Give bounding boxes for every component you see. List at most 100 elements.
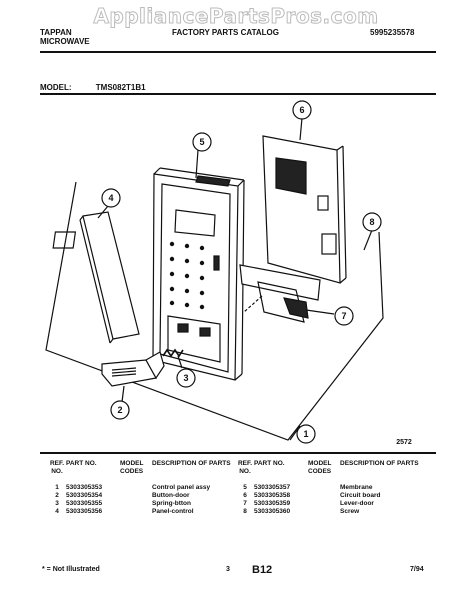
ref-no: 1: [55, 484, 59, 491]
leader-2: [121, 385, 125, 403]
dashed-guide: [243, 295, 263, 313]
model-code: [308, 500, 340, 508]
callout-4: [101, 188, 121, 208]
col-code: MODEL CODES: [120, 460, 144, 475]
assembly-outline: [45, 181, 384, 441]
footer-page-number: 3: [226, 566, 230, 573]
model-code: [120, 484, 152, 492]
part-no: 5303305356: [66, 508, 103, 515]
part-desc: Circuit board: [340, 492, 381, 499]
part-no: 5303305357: [254, 484, 291, 491]
part-no: 5303305353: [66, 484, 103, 491]
model-code: [308, 508, 340, 516]
callout-label-6: 6: [299, 105, 304, 115]
leader-3: [177, 355, 183, 369]
ref-no: 7: [243, 500, 247, 507]
leader-8: [363, 229, 373, 251]
part-no: 5303305359: [254, 500, 291, 507]
callout-label-7: 7: [341, 311, 346, 321]
leader-6: [299, 117, 303, 141]
callout-2: [110, 400, 130, 420]
leader-7: [305, 309, 335, 315]
ref-no: 6: [243, 492, 247, 499]
part-no: 5303305355: [66, 500, 103, 507]
part-desc: Membrane: [340, 484, 373, 491]
callout-5: [192, 132, 212, 152]
table-row: 2 5303305354 Button-door: [48, 492, 242, 500]
brand-line1: TAPPAN: [40, 28, 72, 37]
ref-no: 5: [243, 484, 247, 491]
callout-label-8: 8: [369, 217, 374, 227]
part-desc: Spring-btton: [152, 500, 191, 507]
col-part: PART NO.: [254, 460, 285, 467]
model-code: [308, 492, 340, 500]
part-desc: Control panel assy: [152, 484, 211, 491]
model-code: [308, 484, 340, 492]
catalog-number: 5995235578: [370, 28, 415, 37]
footer-note: * = Not Illustrated: [42, 566, 100, 573]
col-ref: REF. NO.: [49, 460, 65, 475]
ref-no: 2: [55, 492, 59, 499]
callout-6: [292, 100, 312, 120]
footer-section: B12: [252, 564, 273, 576]
model-line: MODEL: TMS082T1B1: [40, 83, 146, 92]
ref-no: 8: [243, 508, 247, 515]
part-no: 5303305354: [66, 492, 103, 499]
model-code: [120, 500, 152, 508]
model-code: [120, 508, 152, 516]
table-row: 8 5303305360 Screw: [236, 508, 430, 516]
callout-label-1: 1: [303, 429, 308, 439]
keypad-buttons: [169, 241, 205, 310]
col-desc: DESCRIPTION OF PARTS: [340, 460, 419, 467]
brand: TAPPAN MICROWAVE: [40, 28, 90, 46]
exploded-diagram: 1 2 3 4 5 6 7 8 2572: [45, 100, 412, 446]
control-panel-frame: [152, 167, 245, 381]
figure-number: 2572: [396, 439, 412, 446]
part-desc: Lever-door: [340, 500, 374, 507]
table-row: 7 5303305359 Lever-door: [236, 500, 430, 508]
part-no: 5303305360: [254, 508, 291, 515]
table-header: REF. NO. PART NO. MODEL CODES DESCRIPTIO…: [236, 460, 430, 476]
callout-7: [334, 306, 354, 326]
callout-3: [176, 368, 196, 388]
table-row: 3 5303305355 Spring-btton: [48, 500, 242, 508]
col-part: PART NO.: [66, 460, 97, 467]
catalog-title: FACTORY PARTS CATALOG: [172, 28, 279, 37]
ref-no: 3: [55, 500, 59, 507]
part-no: 5303305358: [254, 492, 291, 499]
ref-no: 4: [55, 508, 59, 515]
brand-line2: MICROWAVE: [40, 37, 90, 46]
model-label: MODEL:: [40, 83, 72, 92]
footer-date: 7/94: [410, 566, 424, 573]
callout-8: [362, 212, 382, 232]
model-rule: [40, 93, 436, 95]
callout-1: [296, 424, 316, 444]
table-row: 6 5303305358 Circuit board: [236, 492, 430, 500]
spring-button-part: [162, 348, 184, 358]
callout-label-5: 5: [199, 137, 204, 147]
table-rule: [40, 452, 436, 454]
table-header: REF. NO. PART NO. MODEL CODES DESCRIPTIO…: [48, 460, 242, 476]
callout-label-4: 4: [108, 193, 113, 203]
leader-5: [195, 149, 199, 179]
table-row: 1 5303305353 Control panel assy: [48, 484, 242, 492]
model-value: TMS082T1B1: [95, 83, 146, 92]
col-ref: REF. NO.: [237, 460, 253, 475]
parts-table-left: REF. NO. PART NO. MODEL CODES DESCRIPTIO…: [48, 460, 242, 516]
header-rule: [40, 51, 436, 53]
col-code: MODEL CODES: [308, 460, 332, 475]
part-desc: Button-door: [152, 492, 190, 499]
panel-control-part: [52, 211, 140, 344]
part-desc: Panel-control: [152, 508, 194, 515]
callout-label-3: 3: [183, 373, 188, 383]
leader-4: [97, 205, 109, 219]
lever-door-part: [239, 264, 321, 323]
col-desc: DESCRIPTION OF PARTS: [152, 460, 231, 467]
part-desc: Screw: [340, 508, 360, 515]
watermark: AppliancePartsPros.com: [93, 4, 379, 29]
parts-table-right: REF. NO. PART NO. MODEL CODES DESCRIPTIO…: [236, 460, 430, 516]
callout-label-2: 2: [117, 405, 122, 415]
model-code: [120, 492, 152, 500]
circuit-board-part: [262, 135, 347, 284]
table-row: 5 5303305357 Membrane: [236, 484, 430, 492]
